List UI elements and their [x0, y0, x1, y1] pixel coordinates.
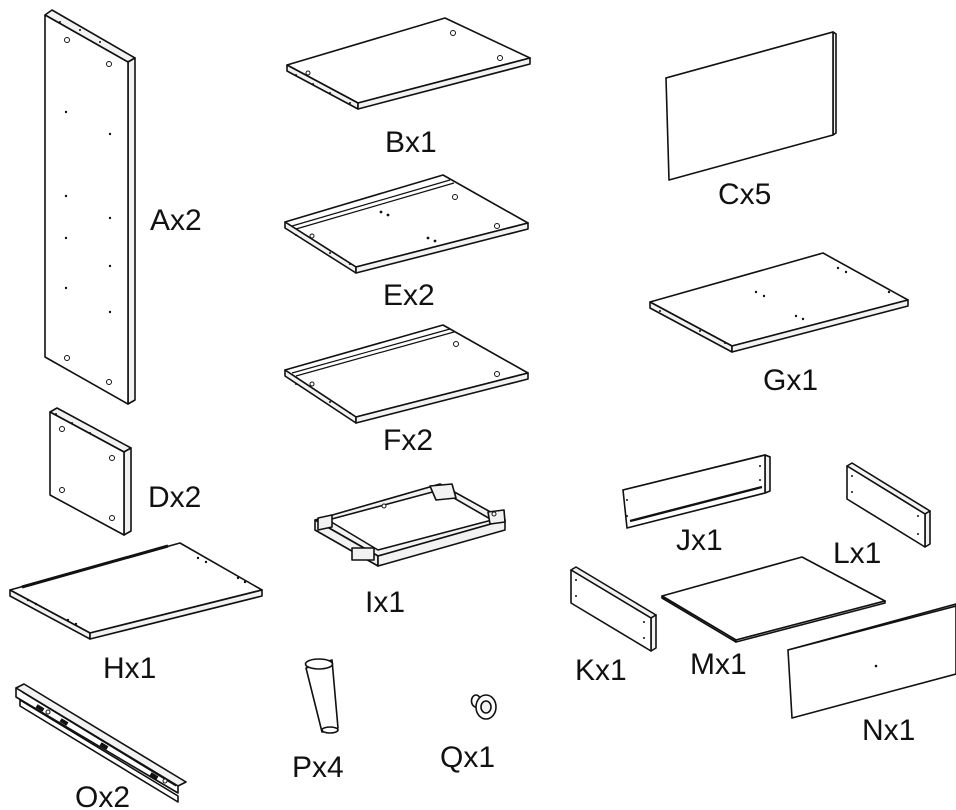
label-part-n: Nx1 — [862, 714, 915, 747]
part-a-side-panel — [44, 9, 136, 405]
label-part-d: Dx2 — [148, 481, 201, 514]
part-e-shelf — [284, 174, 529, 274]
part-f-shelf — [284, 324, 529, 424]
label-part-h: Hx1 — [103, 652, 156, 685]
label-part-q: Qx1 — [440, 741, 495, 774]
part-k-side-panel — [570, 566, 657, 652]
part-i-drawer-frame — [314, 483, 506, 567]
part-g-board — [649, 252, 909, 353]
part-b-top-board — [286, 17, 531, 110]
label-part-b: Bx1 — [385, 126, 437, 159]
label-part-l: Lx1 — [833, 537, 881, 570]
part-h-bottom-board — [9, 542, 263, 640]
label-part-a: Ax2 — [150, 204, 202, 237]
label-part-k: Kx1 — [575, 654, 627, 687]
label-part-f: Fx2 — [383, 424, 433, 457]
label-part-o: Ox2 — [75, 781, 130, 810]
part-p-leg — [304, 658, 339, 734]
label-part-m: Mx1 — [690, 648, 747, 681]
part-m-thin-board — [661, 556, 886, 643]
part-j-narrow-panel — [622, 454, 771, 529]
part-l-small-panel — [846, 462, 931, 548]
part-d-small-panel — [49, 407, 132, 536]
part-n-front-panel — [787, 603, 956, 719]
label-part-p: Px4 — [292, 751, 344, 784]
label-part-g: Gx1 — [763, 364, 818, 397]
label-part-j: Jx1 — [676, 524, 723, 557]
label-part-i: Ix1 — [365, 586, 405, 619]
part-q-knob — [470, 694, 497, 720]
label-part-e: Ex2 — [383, 279, 435, 312]
label-part-c: Cx5 — [718, 178, 771, 211]
part-o-drawer-slide — [15, 683, 187, 803]
part-c-thin-panel — [665, 31, 837, 181]
